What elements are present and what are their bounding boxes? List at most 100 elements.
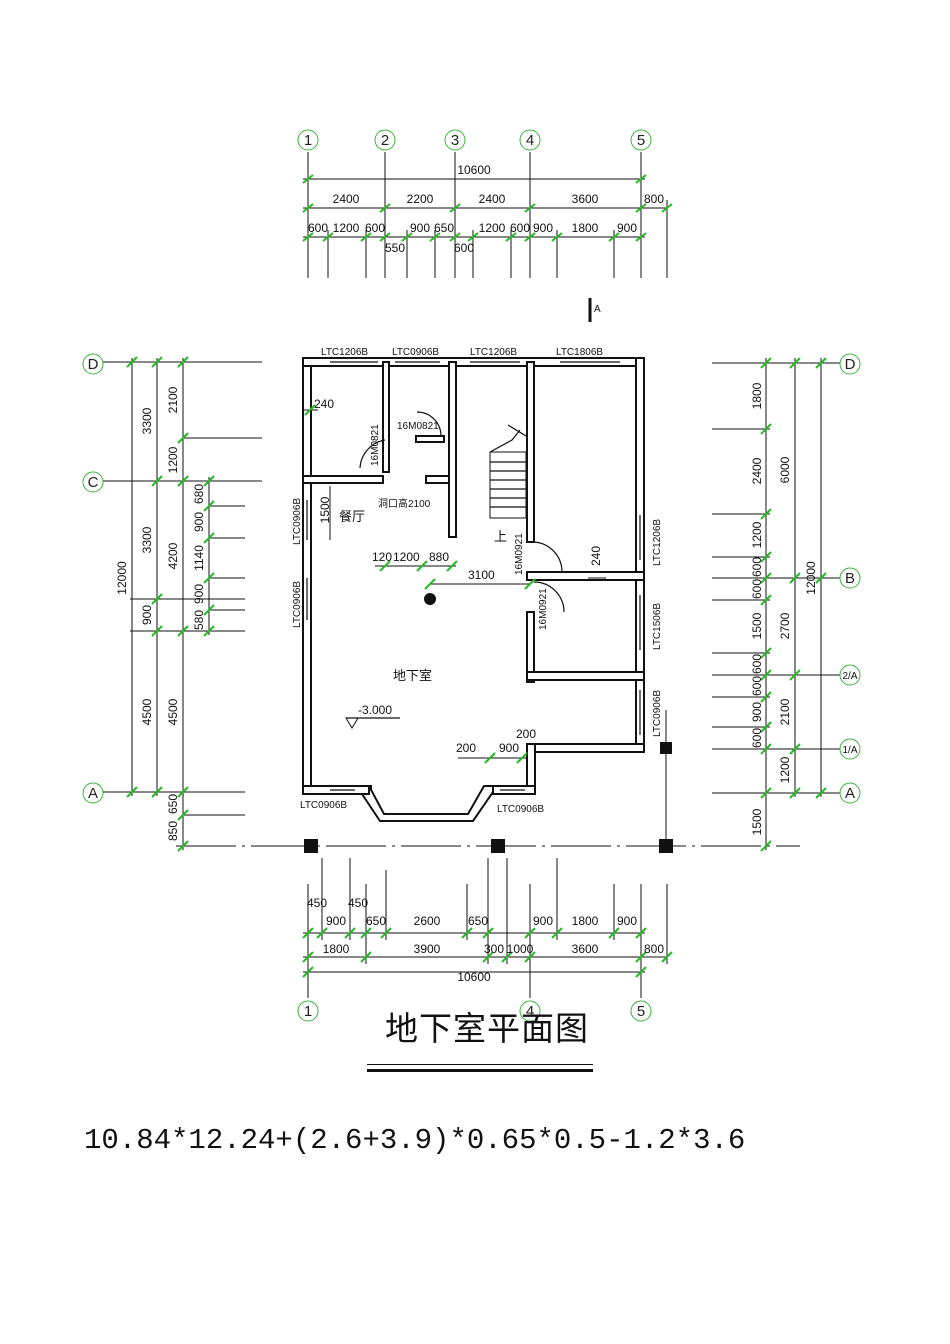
- interior-dimensions: 240 1500 120 1200 880 3100 240 200 200 9…: [302, 397, 606, 764]
- interior-dim-880: 880: [429, 550, 449, 564]
- bottom-dim-row2-5: 3600: [572, 942, 599, 956]
- top-dimension-lines: 10600 2400 2200 2400 3600 800 600 1200 6…: [302, 152, 673, 278]
- interior-dim-3100: 3100: [468, 568, 495, 582]
- right-dim-col2-4: 1200: [778, 756, 792, 783]
- right-dim-col1-1: 1800: [750, 382, 764, 409]
- left-dimension-lines: 12000 3300 3300 900 4500 2100 1200 4200 …: [100, 356, 800, 852]
- top-dim-row3-6: 1200: [479, 221, 506, 235]
- window-label-3: LTC1206B: [470, 347, 517, 358]
- top-dim-row3-9: 1800: [572, 221, 599, 235]
- bottom-axis-5: 5: [637, 1003, 645, 1020]
- left-dim-col4-3: 1140: [192, 545, 206, 571]
- window-label-11: LTC0906B: [497, 804, 544, 815]
- right-dim-col1-2: 2400: [750, 457, 764, 484]
- staircase: [489, 424, 527, 519]
- window-labels: LTC1206B LTC0906B LTC1206B LTC1806B LTC0…: [292, 347, 663, 815]
- door-swings: [359, 411, 565, 613]
- top-dim-row3-7: 600: [510, 221, 530, 235]
- left-dim-col3-1: 2100: [166, 386, 180, 413]
- top-dim-row2-1: 2400: [333, 192, 360, 206]
- top-axis-bubbles: 1 2 3 4 5: [297, 129, 652, 151]
- bottom-dimension-lines: 450 450 900 650 2600 650 900 1800 900 18…: [302, 858, 673, 998]
- top-axis-5: 5: [637, 132, 645, 149]
- top-axis-2: 2: [381, 132, 389, 149]
- room-basement-label: 地下室: [393, 668, 432, 684]
- interior-dim-900: 900: [499, 741, 519, 755]
- bottom-dim-row1-7: 900: [617, 914, 637, 928]
- top-dim-row3-2: 1200: [333, 221, 360, 235]
- left-dim-col4-2: 900: [192, 512, 206, 532]
- right-dim-col2-3: 2100: [778, 698, 792, 725]
- window-label-9: LTC0906B: [652, 690, 663, 737]
- right-dim-col2-2: 2700: [778, 612, 792, 639]
- section-marker: A: [588, 298, 601, 322]
- left-dim-col3-4: 4500: [166, 698, 180, 725]
- interior-dim-200-a: 200: [456, 741, 476, 755]
- drawing-title: 地下室平面图: [385, 1009, 589, 1048]
- left-dim-col4-5: 580: [192, 610, 206, 630]
- top-dim-row2-4: 3600: [572, 192, 599, 206]
- left-axis-bubbles: D C A: [82, 353, 104, 804]
- left-axis-D: D: [88, 356, 99, 373]
- top-axis-4: 4: [526, 132, 534, 149]
- interior-dim-120: 120: [372, 550, 392, 564]
- top-dim-row3-3: 600: [365, 221, 385, 235]
- bottom-dim-row1a-2: 450: [348, 896, 368, 910]
- top-dim-row3-8: 900: [533, 221, 553, 235]
- left-dim-col2-4: 4500: [140, 698, 154, 725]
- door-label-3: 16M0921: [514, 533, 525, 575]
- left-dim-col3-6: 850: [166, 821, 180, 841]
- right-dim-col1-4: 600: [750, 557, 764, 577]
- window-label-7: LTC1206B: [652, 519, 663, 566]
- window-label-4: LTC1806B: [556, 347, 603, 358]
- title-underline: [367, 1064, 593, 1072]
- stair-up-label: 上: [494, 530, 507, 545]
- top-dim-total: 10600: [457, 163, 491, 177]
- top-dim-row3-5: 650: [434, 221, 454, 235]
- left-dim-total: 12000: [115, 561, 129, 595]
- left-dim-col4-1: 680: [192, 484, 206, 504]
- level-value: -3.000: [358, 703, 392, 717]
- left-dim-col2-3: 900: [140, 605, 154, 625]
- section-marker-label: A: [594, 304, 601, 315]
- door-labels: 16M0821 16M0821 16M0921 16M0921: [370, 421, 549, 630]
- right-dim-col1-9: 900: [750, 702, 764, 722]
- right-dim-col1-10: 600: [750, 728, 764, 748]
- bottom-dim-row1-5: 900: [533, 914, 553, 928]
- window-label-6: LTC0906B: [292, 581, 303, 628]
- bottom-dim-row1a-1: 450: [307, 896, 327, 910]
- door-label-4: 16M0921: [538, 588, 549, 630]
- interior-dim-240-b: 240: [589, 546, 603, 566]
- right-dim-col1-8: 600: [750, 676, 764, 696]
- bottom-dim-total: 10600: [457, 970, 491, 984]
- top-dim-row2-3: 2400: [479, 192, 506, 206]
- right-dim-col1-5: 600: [750, 579, 764, 599]
- right-dim-col2-1: 6000: [778, 456, 792, 483]
- opening-height-label: 洞口高2100: [378, 497, 431, 510]
- top-axis-3: 3: [451, 132, 459, 149]
- right-axis-A: A: [845, 785, 855, 802]
- bottom-dim-row1-2: 650: [366, 914, 386, 928]
- bottom-dim-row2-2: 3900: [414, 942, 441, 956]
- left-axis-A: A: [88, 785, 98, 802]
- right-dimension-lines: 12000 6000 2700 2100 1200 1800 2400 1200…: [712, 357, 842, 852]
- building-walls: [302, 357, 645, 822]
- right-axis-D: D: [845, 356, 856, 373]
- right-axis-2A: 2/A: [842, 671, 857, 682]
- right-dim-col1-11: 1500: [750, 808, 764, 835]
- top-dim-row2-2: 2200: [407, 192, 434, 206]
- window-label-8: LTC1506B: [652, 603, 663, 650]
- room-dining-label: 餐厅: [339, 509, 365, 525]
- right-dim-col1-6: 1500: [750, 612, 764, 639]
- left-dim-col3-5: 650: [166, 794, 180, 814]
- area-formula: 10.84*12.24+(2.6+3.9)*0.65*0.5-1.2*3.6: [84, 1124, 746, 1157]
- left-dim-col3-3: 4200: [166, 542, 180, 569]
- bottom-dim-row1-1: 900: [326, 914, 346, 928]
- right-axis-1A: 1/A: [842, 745, 857, 756]
- interior-dim-1500: 1500: [318, 496, 332, 523]
- top-dim-row3-1: 600: [308, 221, 328, 235]
- left-dim-col4-4: 900: [192, 584, 206, 604]
- bottom-dim-row2-3: 300: [484, 942, 504, 956]
- bottom-axis-1: 1: [304, 1003, 312, 1020]
- window-label-5: LTC0906B: [292, 498, 303, 545]
